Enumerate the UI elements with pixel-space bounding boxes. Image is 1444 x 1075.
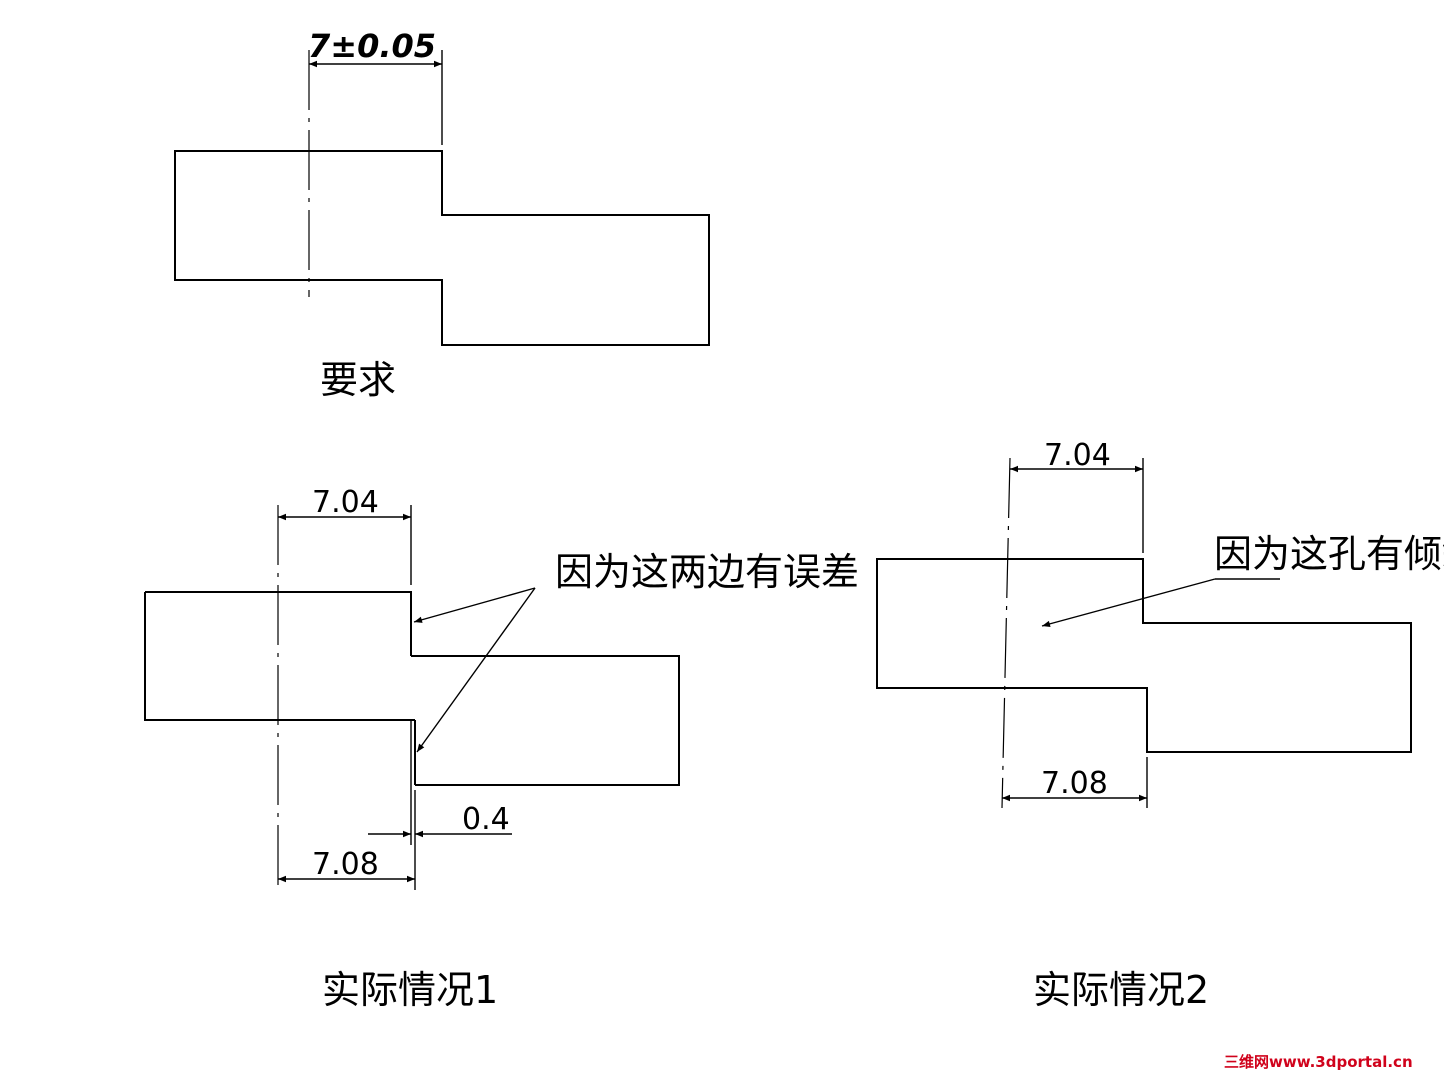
case2-note: 因为这孔有倾斜 xyxy=(1214,532,1444,576)
case1-top-dimension-text: 7.04 xyxy=(312,485,379,520)
case1-caption: 实际情况1 xyxy=(322,968,498,1012)
case1-right-block xyxy=(411,655,680,786)
case1-offset-text: 0.4 xyxy=(462,802,510,837)
case2-centerline-tilted xyxy=(1001,457,1011,809)
case1-leader-lower xyxy=(416,587,536,753)
watermark: 三维网www.3dportal.cn xyxy=(1224,1053,1413,1071)
case2-part-outline xyxy=(876,558,1412,753)
required-dimension-text: 7±0.05 xyxy=(308,27,436,65)
case1-note: 因为这两边有误差 xyxy=(555,550,859,594)
required-caption: 要求 xyxy=(320,358,396,402)
case2-caption: 实际情况2 xyxy=(1033,968,1209,1012)
case1-left-block xyxy=(144,591,415,721)
case1-part: 7.04 7.08 0.4 因为这两边有误差 实际情况1 xyxy=(144,485,859,1012)
case2-part: 7.04 7.08 因为这孔有倾斜 实际情况2 xyxy=(876,438,1444,1012)
case2-top-dimension-text: 7.04 xyxy=(1044,438,1111,473)
required-part-outline xyxy=(174,150,710,346)
case1-leader-upper xyxy=(413,587,536,623)
case1-bottom-dimension-text: 7.08 xyxy=(312,847,379,882)
required-part: 7±0.05 要求 xyxy=(174,27,710,402)
case2-leader xyxy=(1041,578,1216,627)
case2-bottom-dimension-text: 7.08 xyxy=(1041,766,1108,801)
